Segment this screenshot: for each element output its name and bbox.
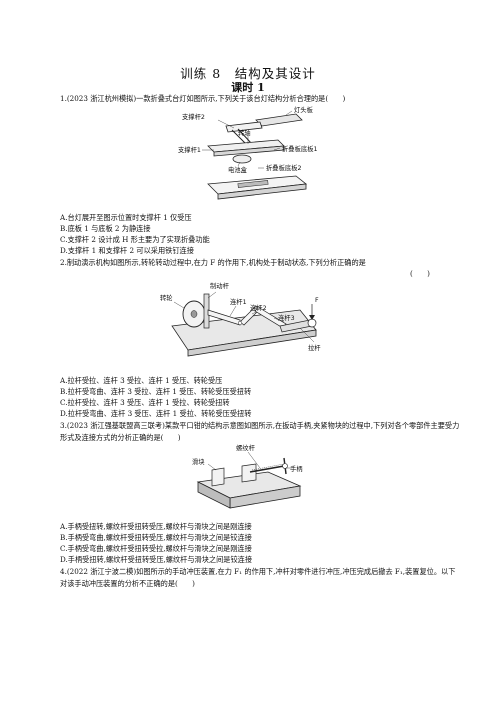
label-force-f: F: [315, 297, 319, 304]
question-2-option-c[interactable]: C.拉杆受拉、连杆 3 受压、连杆 1 受拉、转轮受扭转: [60, 398, 230, 407]
figure-flat-vise: 螺纹杆 滑块 手柄: [192, 444, 303, 509]
question-3-option-a[interactable]: A.手柄受扭转,螺纹杆受扭转受压,螺纹杆与滑块之间是刚连接: [60, 522, 252, 531]
figure-brake-mechanism: 制动杆 转轮 连杆1 连杆2 连杆3 F 拉杆: [160, 281, 321, 357]
question-2-option-b[interactable]: B.拉杆受弯曲、连杆 3 受拉、连杆 1 受压、转轮受压受扭转: [60, 387, 252, 396]
question-3-option-b[interactable]: B.手柄受弯曲,螺纹杆受扭转受压,螺纹杆与滑块之间是铰连接: [60, 533, 252, 542]
question-1-option-c[interactable]: C.支撑杆 2 设计成 H 形主要为了实现折叠功能: [60, 235, 210, 244]
question-1-option-d[interactable]: D.支撑杆 1 和支撑杆 2 可以采用铁钉连接: [60, 246, 194, 255]
label-support-rod-2: 支撑杆2: [182, 112, 205, 121]
question-3-option-d[interactable]: D.手柄受扭转,螺纹杆受扭转受压,螺纹杆与滑块之间是铰连接: [60, 555, 253, 564]
question-2-option-d[interactable]: D.拉杆受弯曲、连杆 3 受压、连杆 1 受拉、转轮受压受扭转: [60, 409, 252, 418]
label-wheel: 转轮: [160, 293, 173, 302]
question-1-stem: 1.(2023 浙江杭州模拟)一款折叠式台灯如图所示,下列关于该台灯结构分析合理…: [60, 94, 346, 103]
label-slider: 滑块: [192, 457, 205, 466]
label-link-3: 连杆3: [278, 313, 295, 322]
page-subtitle: 课时 1: [231, 81, 265, 94]
question-2-stem: 2.制动演示机构如图所示,转轮转动过程中,在力 F 的作用下,机构处于制动状态,…: [60, 258, 366, 267]
question-3-stem: 3.(2023 浙江强基联盟高三联考)某款平口钳的结构示意图如图所示,在扳动手柄…: [60, 421, 460, 442]
label-base-1: 折叠板底板1: [282, 144, 318, 153]
question-1-option-b[interactable]: B.底板 1 与底板 2 为静连接: [60, 224, 151, 233]
label-support-rod-1: 支撑杆1: [178, 145, 201, 154]
label-brake-rod: 制动杆: [210, 281, 230, 290]
question-3-option-c[interactable]: C.手柄受弯曲,螺纹杆受扭转受拉,螺纹杆与滑块之间是刚连接: [60, 544, 252, 553]
page-title: 训练 8 结构及其设计: [180, 66, 316, 81]
label-link-2: 连杆2: [250, 303, 267, 312]
label-screw-rod: 螺纹杆: [236, 444, 256, 452]
label-link-1: 连杆1: [230, 297, 247, 306]
question-1-option-a[interactable]: A.台灯展开至图示位置时支撑杆 1 仅受压: [60, 213, 192, 222]
label-pivot: 转轴: [238, 128, 251, 137]
label-handle: 手柄: [290, 464, 303, 473]
label-battery-box: 电池盒: [228, 165, 248, 174]
figure-folding-lamp: 灯头板 支撑杆2 转轴 支撑杆1 折叠板底板1 电池盒 折叠板底板2: [178, 106, 318, 200]
question-2-answer-paren: ( ): [410, 269, 430, 278]
label-lamp-head-board: 灯头板: [294, 106, 314, 114]
label-pull-rod: 拉杆: [308, 343, 321, 352]
question-4-stem: 4.(2022 浙江宁波二模)如图所示的手动冲压装置,在力 F₁ 的作用下,冲杆…: [60, 567, 456, 588]
question-2-option-a[interactable]: A.拉杆受拉、连杆 3 受拉、连杆 1 受压、转轮受压: [60, 376, 223, 385]
label-base-2: 折叠板底板2: [266, 163, 302, 172]
